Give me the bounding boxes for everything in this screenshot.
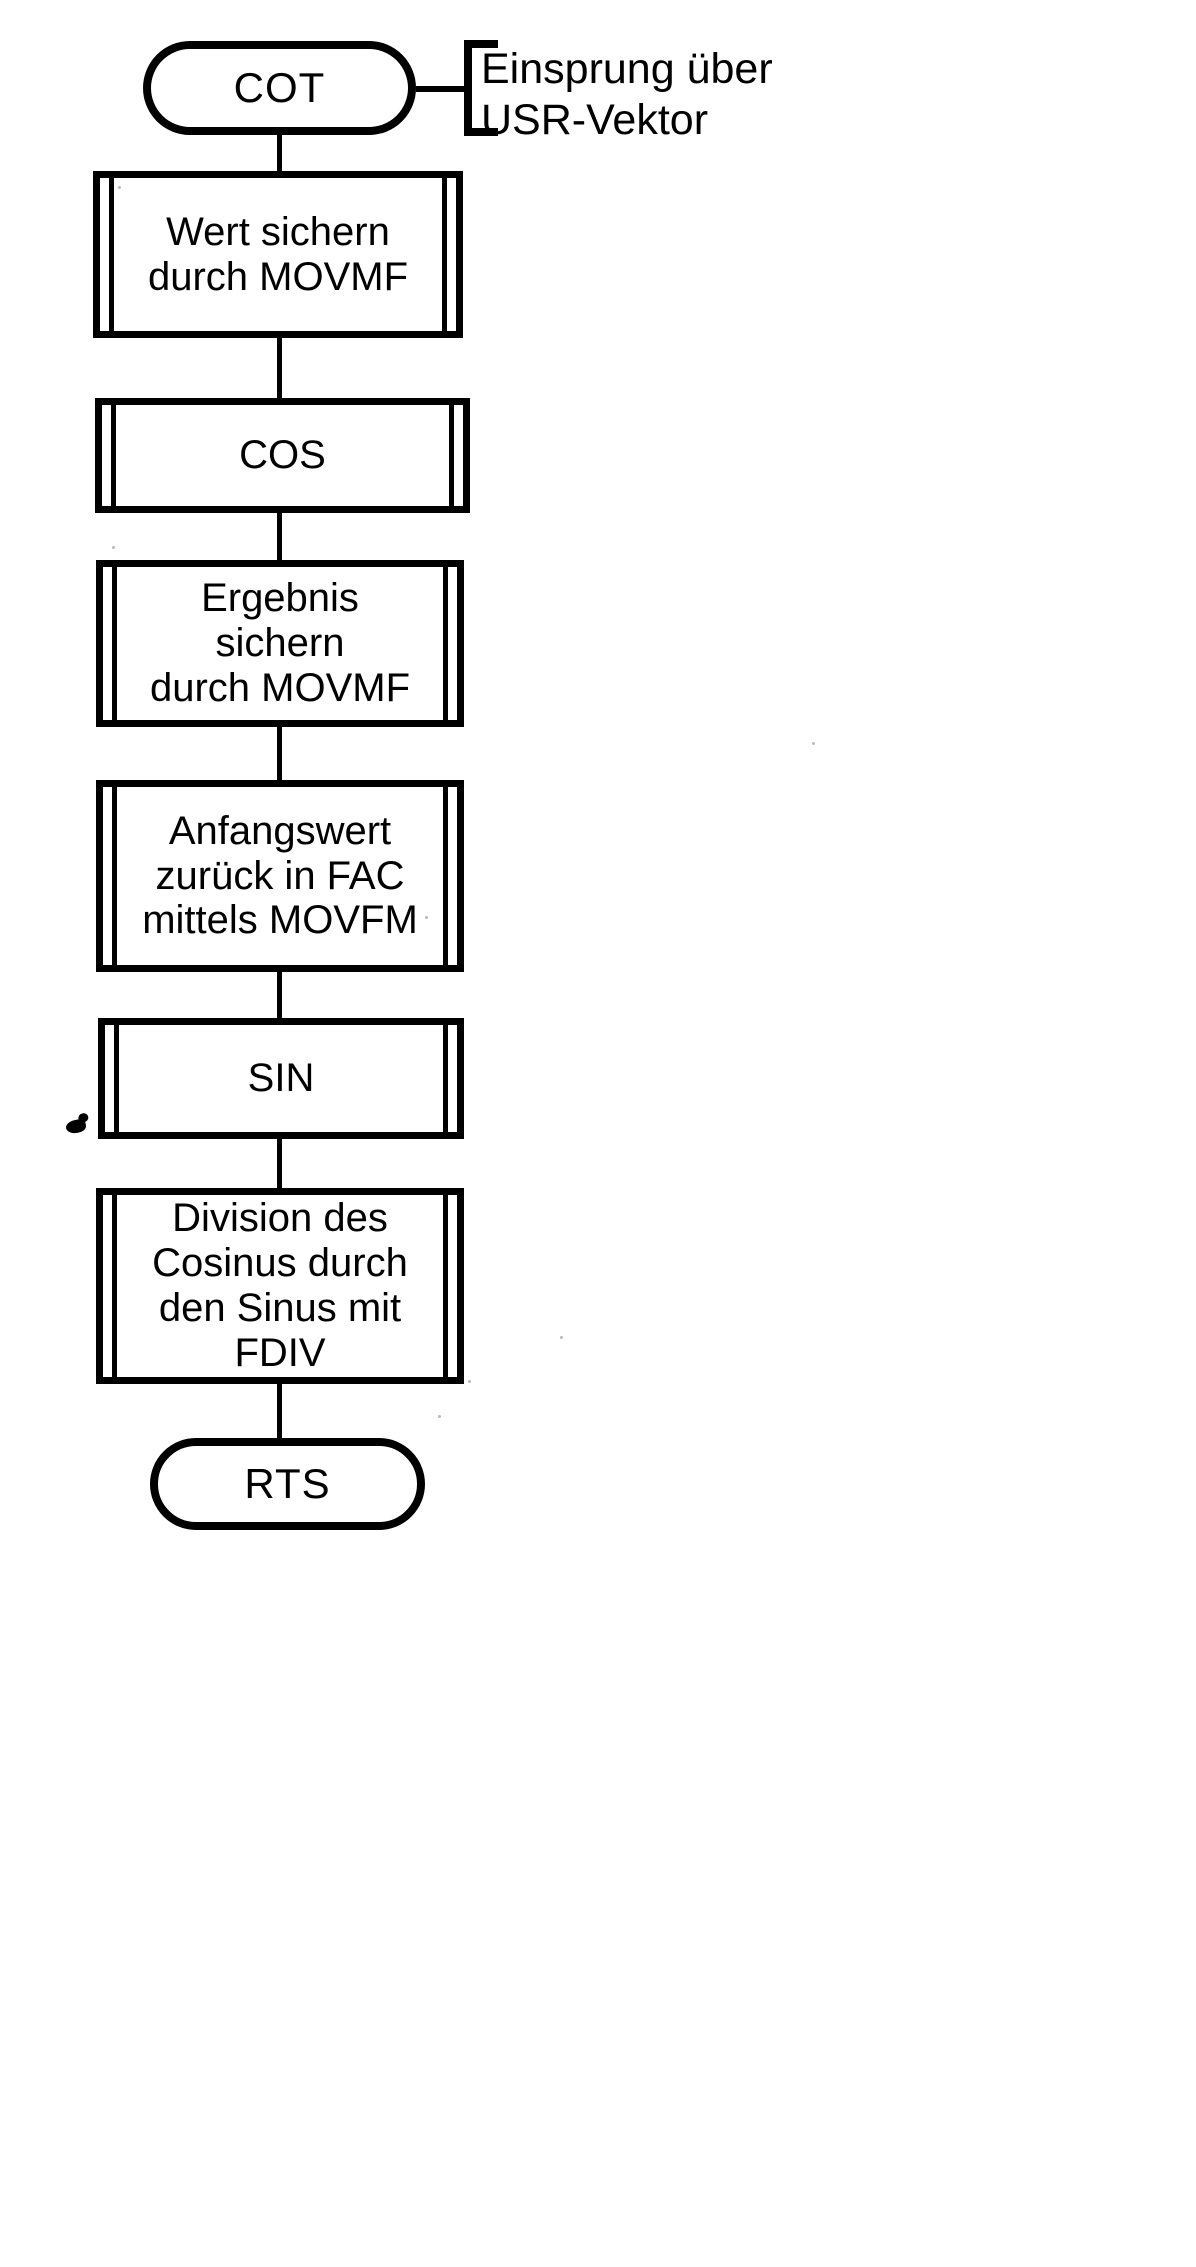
node-rts[interactable]: RTS <box>150 1438 425 1530</box>
scan-speck <box>438 1415 441 1418</box>
connector-movmf2-to-movfm <box>277 727 282 782</box>
node-anfangswert-movfm-label: Anfangswert zurück in FAC mittels MOVFM <box>142 808 418 943</box>
scan-speck <box>112 546 115 549</box>
annotation-usr-vektor: Einsprung über USR-Vektor <box>481 45 773 144</box>
node-sin-label: SIN <box>247 1056 315 1101</box>
node-wert-sichern-movmf[interactable]: Wert sichern durch MOVMF <box>93 171 463 338</box>
connector-fdiv-to-rts <box>277 1384 282 1440</box>
scan-speck <box>812 742 815 745</box>
node-division-fdiv[interactable]: Division des Cosinus durch den Sinus mit… <box>96 1188 464 1384</box>
scan-speck <box>118 186 121 189</box>
bracket-tab-top <box>464 40 498 48</box>
connector-movfm-to-sin <box>277 972 282 1019</box>
node-cot-label: COT <box>233 63 326 111</box>
node-rts-label: RTS <box>244 1459 331 1507</box>
scan-speck <box>425 916 428 919</box>
connector-cos-to-movmf2 <box>277 513 282 562</box>
node-cos-label: COS <box>239 433 326 478</box>
bracket-stem <box>464 40 472 136</box>
node-anfangswert-movfm[interactable]: Anfangswert zurück in FAC mittels MOVFM <box>96 780 464 972</box>
node-cos[interactable]: COS <box>95 398 470 513</box>
annotation-leader-line <box>416 86 470 92</box>
scan-speck <box>560 1336 563 1339</box>
node-cot[interactable]: COT <box>143 41 416 135</box>
node-sin[interactable]: SIN <box>98 1018 464 1139</box>
node-ergebnis-sichern-movmf[interactable]: Ergebnis sichern durch MOVMF <box>96 560 464 727</box>
node-wert-sichern-movmf-label: Wert sichern durch MOVMF <box>147 209 409 299</box>
annotation-bracket <box>464 40 498 136</box>
connector-cot-to-movmf1 <box>277 135 282 173</box>
connector-sin-to-fdiv <box>277 1139 282 1190</box>
scan-speck <box>468 1380 471 1383</box>
connector-movmf1-to-cos <box>277 338 282 400</box>
bracket-tab-bottom <box>464 128 498 136</box>
ink-smudge-artifact <box>64 1118 88 1135</box>
node-division-fdiv-label: Division des Cosinus durch den Sinus mit… <box>152 1196 408 1375</box>
node-ergebnis-sichern-movmf-label: Ergebnis sichern durch MOVMF <box>149 576 411 710</box>
